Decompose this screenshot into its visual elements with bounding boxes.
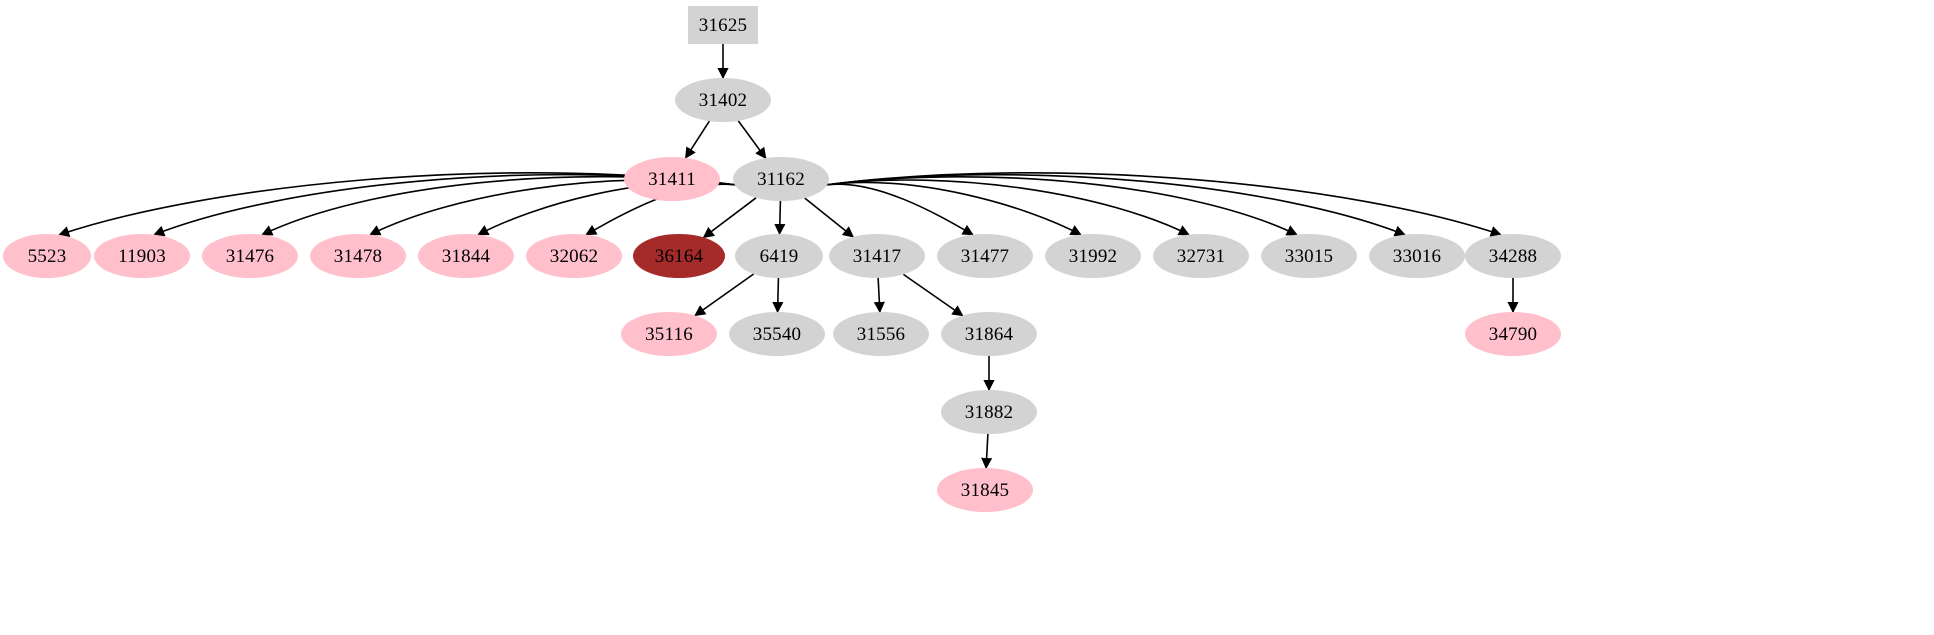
graph-node-31411[interactable]: 31411 <box>624 157 720 201</box>
graph-node-11903[interactable]: 11903 <box>94 234 190 278</box>
graph-node-35116[interactable]: 35116 <box>621 312 717 356</box>
graph-node-label: 32062 <box>549 245 599 267</box>
graph-node-31992[interactable]: 31992 <box>1045 234 1141 278</box>
graph-node-label: 31411 <box>648 168 696 190</box>
graph-node-label: 31556 <box>856 323 906 345</box>
graph-node-31417[interactable]: 31417 <box>829 234 925 278</box>
graph-node-label: 31402 <box>698 89 748 111</box>
graph-node-31476[interactable]: 31476 <box>202 234 298 278</box>
graph-node-31864[interactable]: 31864 <box>941 312 1037 356</box>
graph-node-label: 31477 <box>960 245 1010 267</box>
graph-node-label: 31162 <box>757 168 805 190</box>
graph-node-label: 31845 <box>960 479 1010 501</box>
graph-node-label: 31864 <box>964 323 1014 345</box>
graph-node-31845[interactable]: 31845 <box>937 468 1033 512</box>
graph-node-label: 11903 <box>118 245 166 267</box>
graph-node-31844[interactable]: 31844 <box>418 234 514 278</box>
graph-node-31882[interactable]: 31882 <box>941 390 1037 434</box>
graph-node-31556[interactable]: 31556 <box>833 312 929 356</box>
graph-node-label: 31476 <box>225 245 275 267</box>
graph-node-label: 36164 <box>654 245 704 267</box>
graph-node-label: 32731 <box>1176 245 1226 267</box>
graph-node-label: 35116 <box>645 323 693 345</box>
graph-node-label: 31478 <box>333 245 383 267</box>
graph-node-32731[interactable]: 32731 <box>1153 234 1249 278</box>
graph-node-label: 31992 <box>1068 245 1118 267</box>
graph-node-label: 35540 <box>752 323 802 345</box>
graph-node-33016[interactable]: 33016 <box>1369 234 1465 278</box>
graph-node-31477[interactable]: 31477 <box>937 234 1033 278</box>
graph-node-label: 33015 <box>1284 245 1334 267</box>
graph-node-31478[interactable]: 31478 <box>310 234 406 278</box>
graph-node-33015[interactable]: 33015 <box>1261 234 1357 278</box>
graph-node-label: 31844 <box>441 245 491 267</box>
graph-node-label: 33016 <box>1392 245 1442 267</box>
graph-node-label: 5523 <box>27 245 67 267</box>
graph-node-35540[interactable]: 35540 <box>729 312 825 356</box>
graph-node-5523[interactable]: 5523 <box>3 234 91 278</box>
graph-node-34790[interactable]: 34790 <box>1465 312 1561 356</box>
graph-node-label: 34790 <box>1488 323 1538 345</box>
graph-node-6419[interactable]: 6419 <box>735 234 823 278</box>
graph-node-31162[interactable]: 31162 <box>733 157 829 201</box>
graph-node-label: 6419 <box>759 245 799 267</box>
graph-node-label: 31625 <box>698 14 748 36</box>
graph-node-31402[interactable]: 31402 <box>675 78 771 122</box>
graph-node-label: 31417 <box>852 245 902 267</box>
graph-node-label: 31882 <box>964 401 1014 423</box>
graph-node-31625[interactable]: 31625 <box>688 6 758 44</box>
graph-node-32062[interactable]: 32062 <box>526 234 622 278</box>
graph-node-label: 34288 <box>1488 245 1538 267</box>
graph-node-36164[interactable]: 36164 <box>633 234 725 278</box>
graph-node-34288[interactable]: 34288 <box>1465 234 1561 278</box>
